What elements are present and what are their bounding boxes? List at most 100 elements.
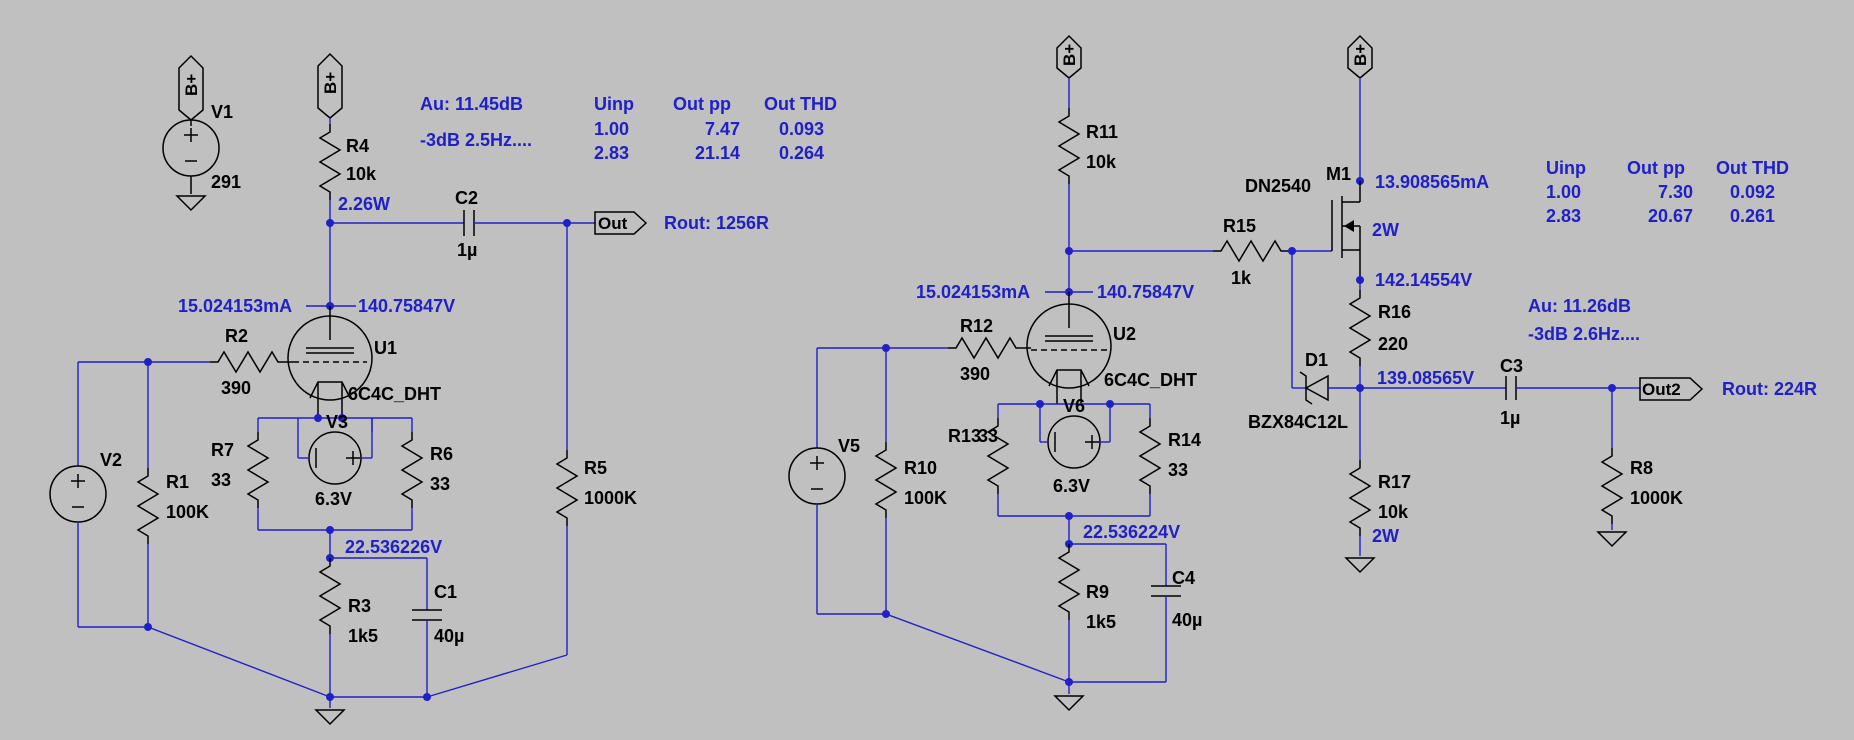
r2-resistor-icon[interactable] — [210, 350, 293, 374]
r8-name: R8 — [1630, 458, 1653, 478]
r10-resistor-icon[interactable] — [875, 441, 897, 519]
stage2-table-cell: 0.092 — [1730, 182, 1775, 202]
r4-resistor-icon[interactable] — [319, 123, 341, 201]
u2-name: U2 — [1113, 324, 1136, 344]
out-port-icon[interactable]: Out — [594, 211, 648, 235]
r17-resistor-icon[interactable] — [1349, 459, 1371, 537]
u1-anode-current: 15.024153mA — [178, 296, 292, 316]
v5-voltage-source-icon[interactable] — [788, 447, 846, 505]
r16-name: R16 — [1378, 302, 1411, 322]
c3-value: 1µ — [1500, 408, 1520, 428]
v1-bplus-label: B+ — [182, 74, 201, 96]
stage2-bandwidth: -3dB 2.6Hz.... — [1528, 324, 1640, 344]
r6-value: 33 — [430, 474, 450, 494]
r14-name: R14 — [1168, 430, 1201, 450]
stage1-gain: Au: 11.45dB — [420, 94, 523, 114]
stage2-ground-icon — [1054, 695, 1084, 711]
v6-voltage-source-icon[interactable] — [1039, 404, 1111, 469]
stage2-table-header: Out pp — [1627, 158, 1685, 178]
u2-triode-icon[interactable] — [1026, 292, 1112, 404]
c3-capacitor-icon[interactable] — [1505, 376, 1517, 400]
stage1-table-header: Out THD — [764, 94, 837, 114]
r3-resistor-icon[interactable] — [319, 557, 341, 635]
r14-value: 33 — [1168, 460, 1188, 480]
output-node-voltage: 139.08565V — [1377, 368, 1474, 388]
r13-value: 33 — [978, 426, 998, 446]
d1-model: BZX84C12L — [1248, 412, 1348, 432]
stage1-ground-icon — [315, 709, 345, 725]
m1-drain-current: 13.908565mA — [1375, 172, 1489, 192]
r4-supply-flag: B+ — [317, 52, 343, 119]
r11-value: 10k — [1086, 152, 1117, 172]
stage2-table-cell: 20.67 — [1648, 206, 1693, 226]
stage2-table-cell: 7.30 — [1658, 182, 1693, 202]
v6-name: V6 — [1063, 396, 1085, 416]
r10-name: R10 — [904, 458, 937, 478]
out-port-label: Out — [598, 214, 628, 233]
m1-supply-flag: B+ — [1347, 34, 1373, 79]
v2-voltage-source-icon[interactable] — [49, 465, 107, 523]
u1-triode-icon[interactable] — [287, 306, 373, 418]
stage1-table-header: Uinp — [594, 94, 634, 114]
v5-name: V5 — [838, 436, 860, 456]
r11-name: R11 — [1086, 122, 1118, 142]
r14-resistor-icon[interactable] — [1139, 417, 1161, 495]
v1-value: 291 — [211, 172, 241, 192]
u2-anode-voltage: 140.75847V — [1097, 282, 1194, 302]
c1-name: C1 — [434, 582, 457, 602]
r7-value: 33 — [211, 470, 231, 490]
r2-value: 390 — [221, 378, 251, 398]
r7-resistor-icon[interactable] — [247, 431, 269, 509]
v1-supply-flag: B+ — [178, 54, 204, 121]
r3-value: 1k5 — [348, 626, 378, 646]
r15-resistor-icon[interactable] — [1213, 239, 1290, 263]
r9-value: 1k5 — [1086, 612, 1116, 632]
r7-name: R7 — [211, 440, 234, 460]
stage2-table-header: Uinp — [1546, 158, 1586, 178]
r6-name: R6 — [430, 444, 453, 464]
stage1-results-table: Uinp Out pp Out THD 1.00 7.47 0.093 2.83… — [594, 94, 837, 163]
r1-resistor-icon[interactable] — [137, 467, 159, 545]
out2-port-icon[interactable]: Out2 — [1639, 377, 1704, 401]
r1-name: R1 — [166, 472, 189, 492]
c3-name: C3 — [1500, 356, 1523, 376]
r17-ground-icon — [1345, 557, 1375, 573]
v3-name: V3 — [326, 412, 348, 432]
r17-name: R17 — [1378, 472, 1411, 492]
r12-name: R12 — [960, 316, 993, 336]
stage2-table-cell: 2.83 — [1546, 206, 1581, 226]
stage1-table-header: Out pp — [673, 94, 731, 114]
r8-resistor-icon[interactable] — [1601, 447, 1623, 525]
r13-name: R13 — [948, 426, 981, 446]
r6-resistor-icon[interactable] — [401, 431, 423, 509]
stage1-table-cell: 7.47 — [705, 119, 740, 139]
r16-value: 220 — [1378, 334, 1408, 354]
r10-value: 100K — [904, 488, 947, 508]
out-rout: Rout: 1256R — [664, 213, 769, 233]
u2-model: 6C4C_DHT — [1104, 370, 1197, 390]
out2-port-label: Out2 — [1642, 380, 1681, 399]
stage1-table-cell: 1.00 — [594, 119, 629, 139]
c2-capacitor-icon[interactable] — [463, 210, 475, 236]
r9-resistor-icon[interactable] — [1058, 543, 1080, 621]
c1-capacitor-icon[interactable] — [412, 609, 442, 621]
r12-value: 390 — [960, 364, 990, 384]
r8-ground-icon — [1597, 531, 1627, 547]
r11-resistor-icon[interactable] — [1058, 107, 1080, 185]
u1-name: U1 — [374, 338, 397, 358]
u1-model: 6C4C_DHT — [348, 384, 441, 404]
d1-name: D1 — [1305, 350, 1328, 370]
u2-cathode-voltage: 22.536224V — [1083, 522, 1180, 542]
r4-value: 10k — [346, 164, 377, 184]
m1-mosfet-icon[interactable] — [1331, 181, 1361, 280]
c4-name: C4 — [1172, 568, 1195, 588]
v3-voltage-source-icon[interactable] — [297, 418, 373, 485]
v1-name: V1 — [211, 102, 233, 122]
v3-value: 6.3V — [315, 489, 352, 509]
v2-name: V2 — [100, 450, 122, 470]
v1-voltage-source-icon[interactable] — [162, 119, 220, 177]
r16-resistor-icon[interactable] — [1349, 289, 1371, 367]
r12-resistor-icon[interactable] — [948, 336, 1031, 360]
r5-resistor-icon[interactable] — [556, 449, 578, 527]
